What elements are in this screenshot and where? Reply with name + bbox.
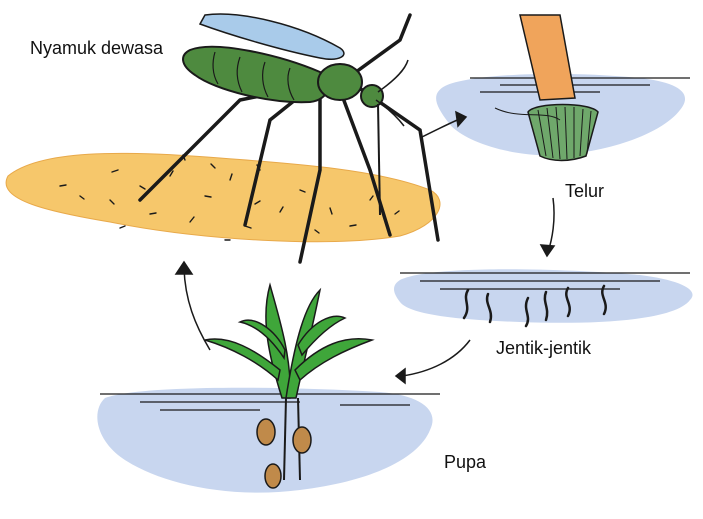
pupa-label: Pupa: [444, 452, 486, 473]
egg-raft: [528, 105, 598, 161]
larva-water: [394, 269, 693, 323]
arrow-larva-to-pupa: [402, 340, 470, 376]
arrow-egg-to-larva: [548, 198, 554, 252]
skin-patch: [6, 153, 440, 241]
adult-mosquito-label: Nyamuk dewasa: [30, 38, 163, 59]
larva-label: Jentik-jentik: [496, 338, 591, 359]
arrow-pupa-to-adult: [184, 268, 210, 350]
egg-label: Telur: [565, 181, 604, 202]
